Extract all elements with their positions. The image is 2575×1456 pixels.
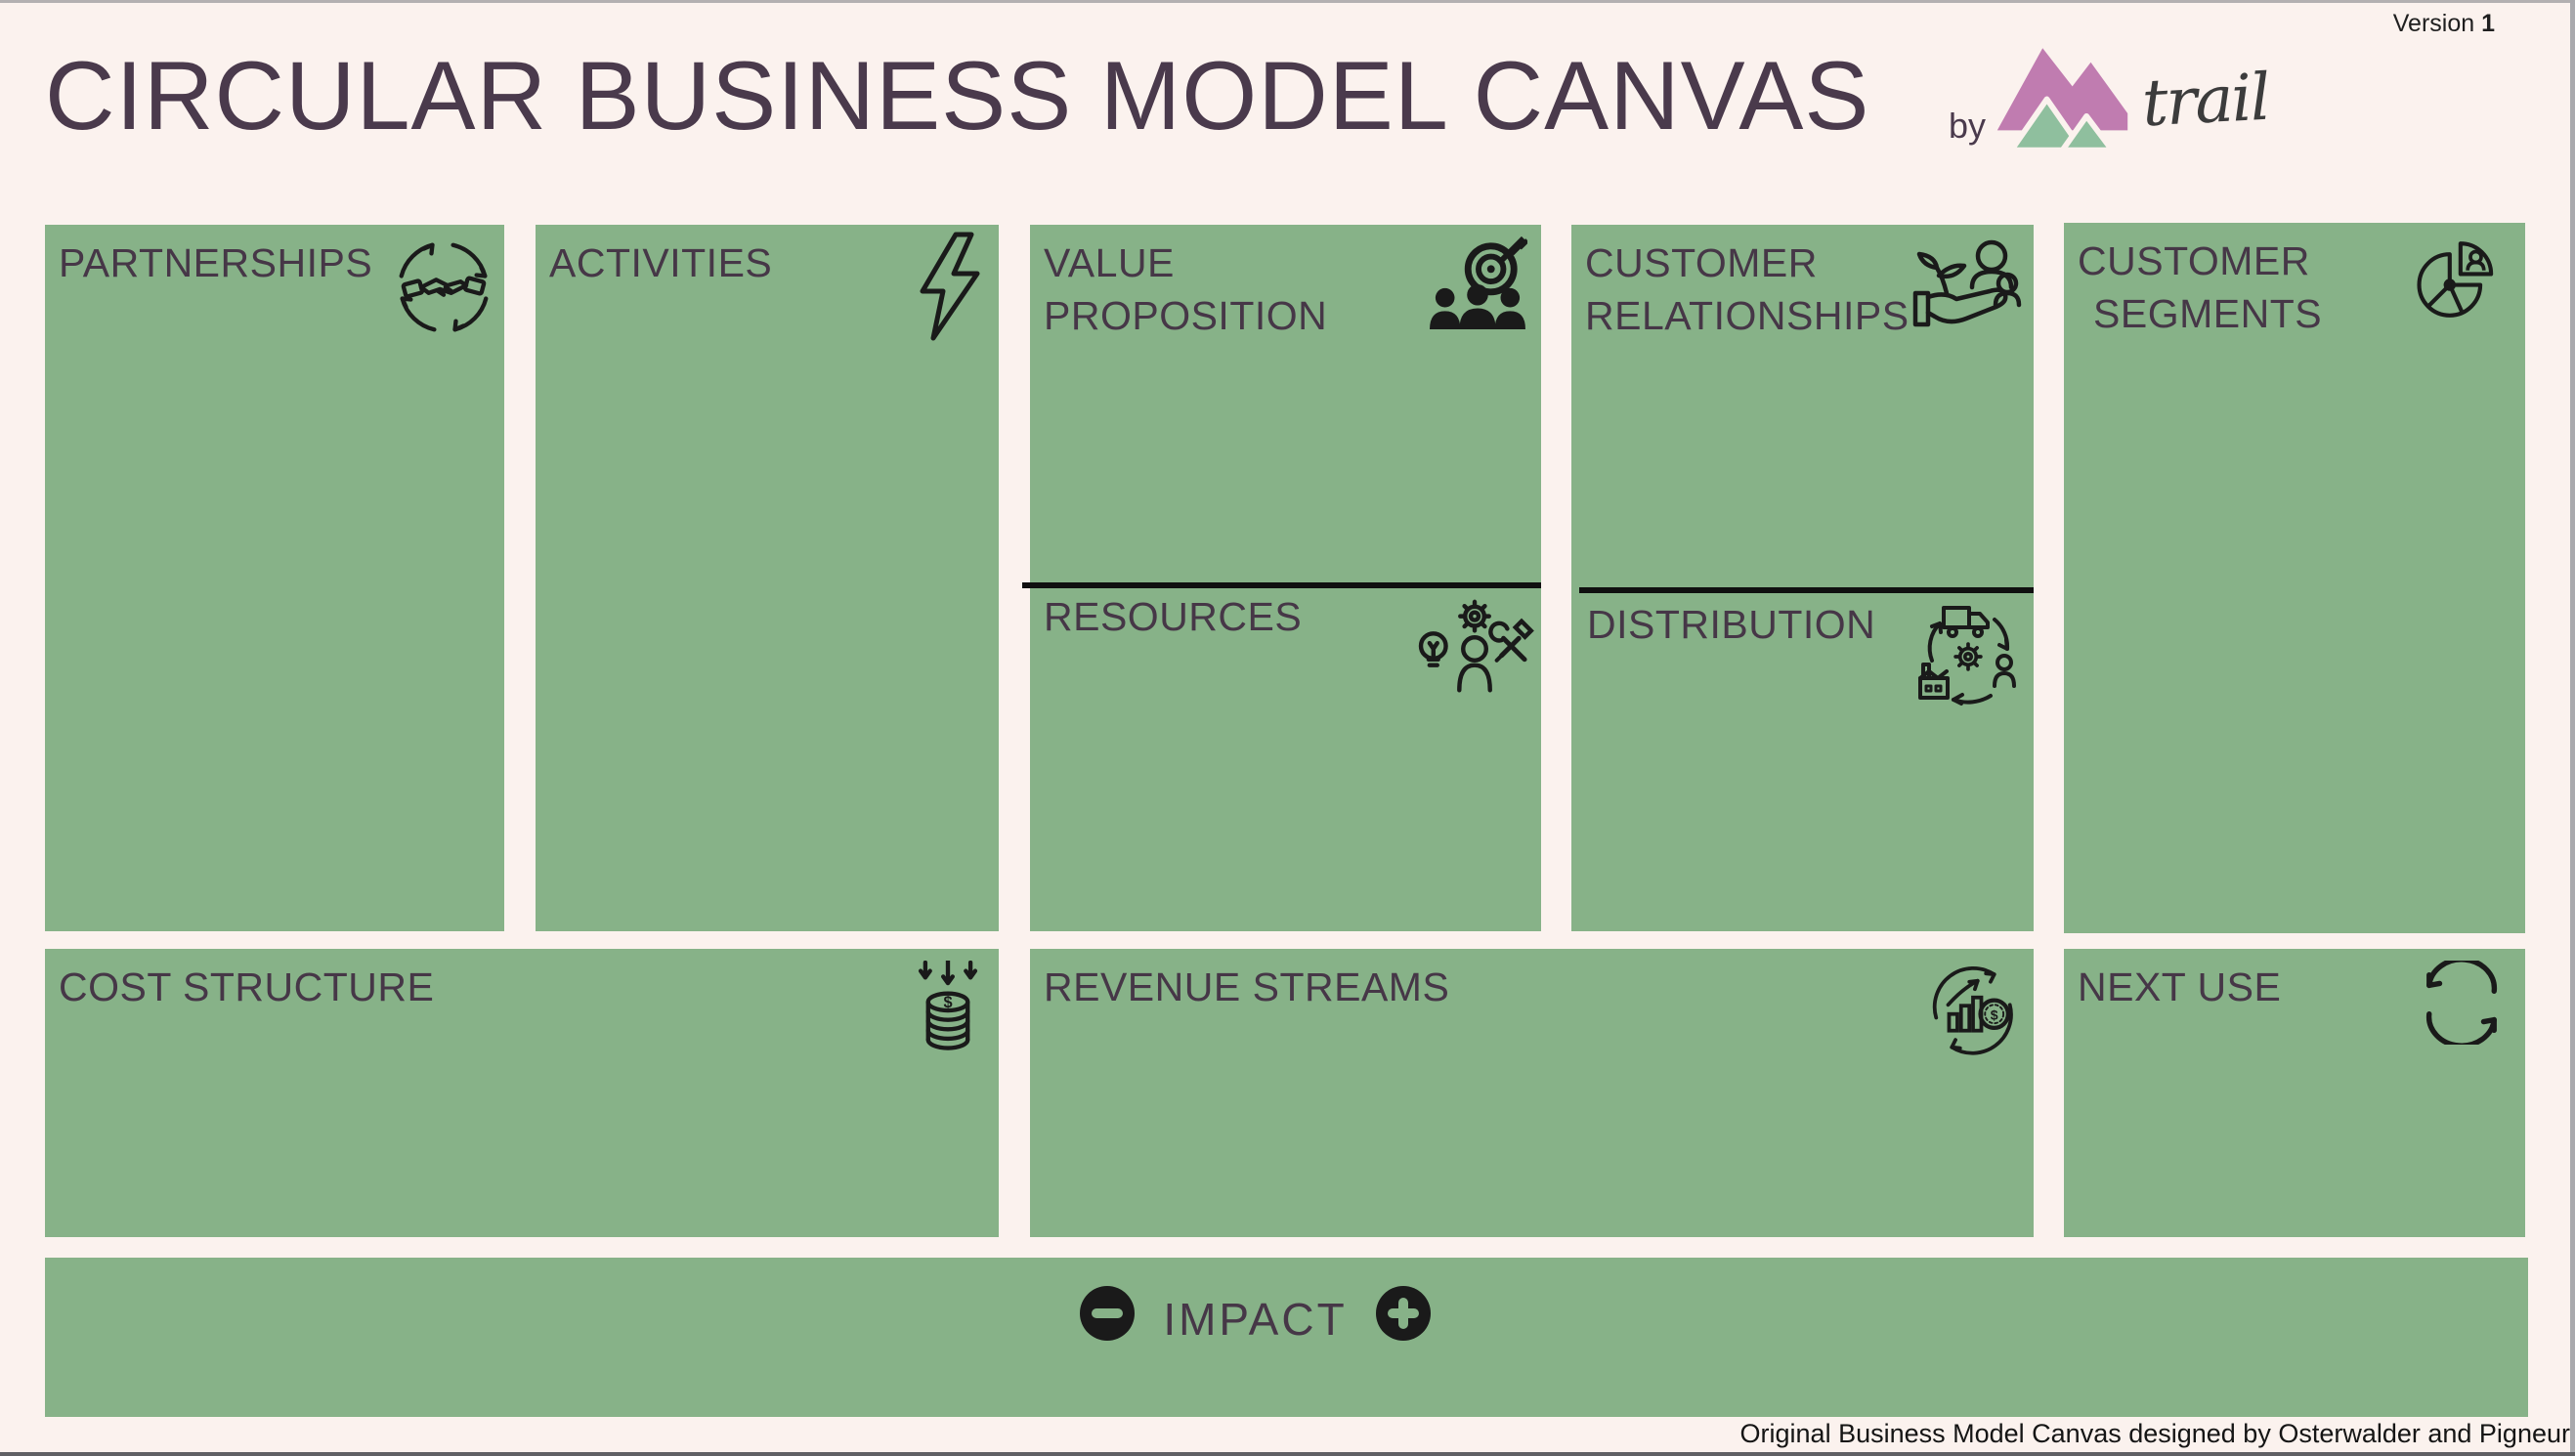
screenshot-bottom-edge <box>0 1452 2575 1456</box>
customer-relationships-distribution-box: CUSTOMER RELATIONSHIPS DISTRIBUTION <box>1571 225 2034 931</box>
recycle-arrows-icon <box>2425 961 2498 1045</box>
cost-structure-box: COST STRUCTURE $ <box>45 949 999 1237</box>
value-proposition-label: VALUE PROPOSITION <box>1030 225 1541 342</box>
customer-segments-label-line2: SEGMENTS <box>2093 291 2323 337</box>
byline-text: by <box>1949 106 1987 146</box>
growth-chart-coin-cycle-icon: $ <box>1932 966 2013 1055</box>
version-number: 1 <box>2481 10 2495 37</box>
activities-label: ACTIVITIES <box>549 240 773 285</box>
coin-stack-down-arrows-icon: $ <box>918 961 978 1050</box>
pie-chart-person-icon <box>2417 241 2494 318</box>
distribution-divider-line <box>1579 587 2034 593</box>
impact-label: IMPACT <box>1163 1294 1348 1345</box>
screenshot-right-edge <box>2570 0 2575 1456</box>
trail-mountains-logo-icon <box>1996 48 2128 153</box>
customer-segments-label-line1: CUSTOMER <box>2078 238 2310 283</box>
truck-gear-factory-person-cycle-icon <box>1918 606 2016 706</box>
footer-credit: Original Business Model Canvas designed … <box>1739 1419 2570 1448</box>
distribution-label: DISTRIBUTION <box>1587 602 1876 647</box>
customer-relationships-label: CUSTOMER RELATIONSHIPS <box>1571 225 2034 342</box>
dollar-sign-glyph: $ <box>1991 1006 1998 1022</box>
screenshot-top-edge <box>0 0 2575 3</box>
partnerships-label: PARTNERSHIPS <box>59 240 373 285</box>
impact-bar: IMPACT <box>45 1258 2528 1417</box>
customer-relationships-label-line1: CUSTOMER <box>1585 240 1818 285</box>
value-proposition-resources-box: VALUE PROPOSITION RESOURCES <box>1022 225 1541 931</box>
resources-divider-line <box>1022 582 1541 588</box>
revenue-streams-label: REVENUE STREAMS <box>1044 964 1450 1009</box>
version-badge: Version 1 <box>2393 10 2495 38</box>
idea-gear-tools-person-icon <box>1418 599 1534 693</box>
hand-holding-people-plant-icon <box>1912 239 2022 327</box>
cost-structure-label: COST STRUCTURE <box>59 964 435 1009</box>
value-proposition-label-line1: VALUE <box>1044 240 1175 285</box>
customer-relationships-label-line2: RELATIONSHIPS <box>1585 293 1910 339</box>
version-label: Version <box>2392 10 2475 37</box>
plus-circle-icon <box>1375 1286 1431 1341</box>
brand-name: trail <box>2140 59 2271 142</box>
activities-box: ACTIVITIES <box>536 225 999 931</box>
next-use-box: NEXT USE <box>2064 949 2525 1237</box>
revenue-streams-box: REVENUE STREAMS $ <box>1030 949 2034 1237</box>
minus-circle-icon <box>1080 1286 1136 1341</box>
value-proposition-label-line2: PROPOSITION <box>1044 293 1328 339</box>
impact-content: IMPACT <box>14 1258 2497 1444</box>
dollar-sign-glyph: $ <box>943 994 952 1011</box>
handshake-cycle-icon <box>399 242 489 332</box>
resources-label: RESOURCES <box>1044 594 1303 639</box>
next-use-label: NEXT USE <box>2078 964 2282 1009</box>
partnerships-box: PARTNERSHIPS <box>45 225 504 931</box>
customer-segments-box: CUSTOMER SEGMENTS <box>2064 223 2525 933</box>
customer-segments-label: CUSTOMER SEGMENTS <box>2064 223 2525 340</box>
page-title: CIRCULAR BUSINESS MODEL CANVAS <box>45 41 1870 150</box>
target-customers-icon <box>1430 236 1527 330</box>
lightning-bolt-icon <box>920 232 980 341</box>
